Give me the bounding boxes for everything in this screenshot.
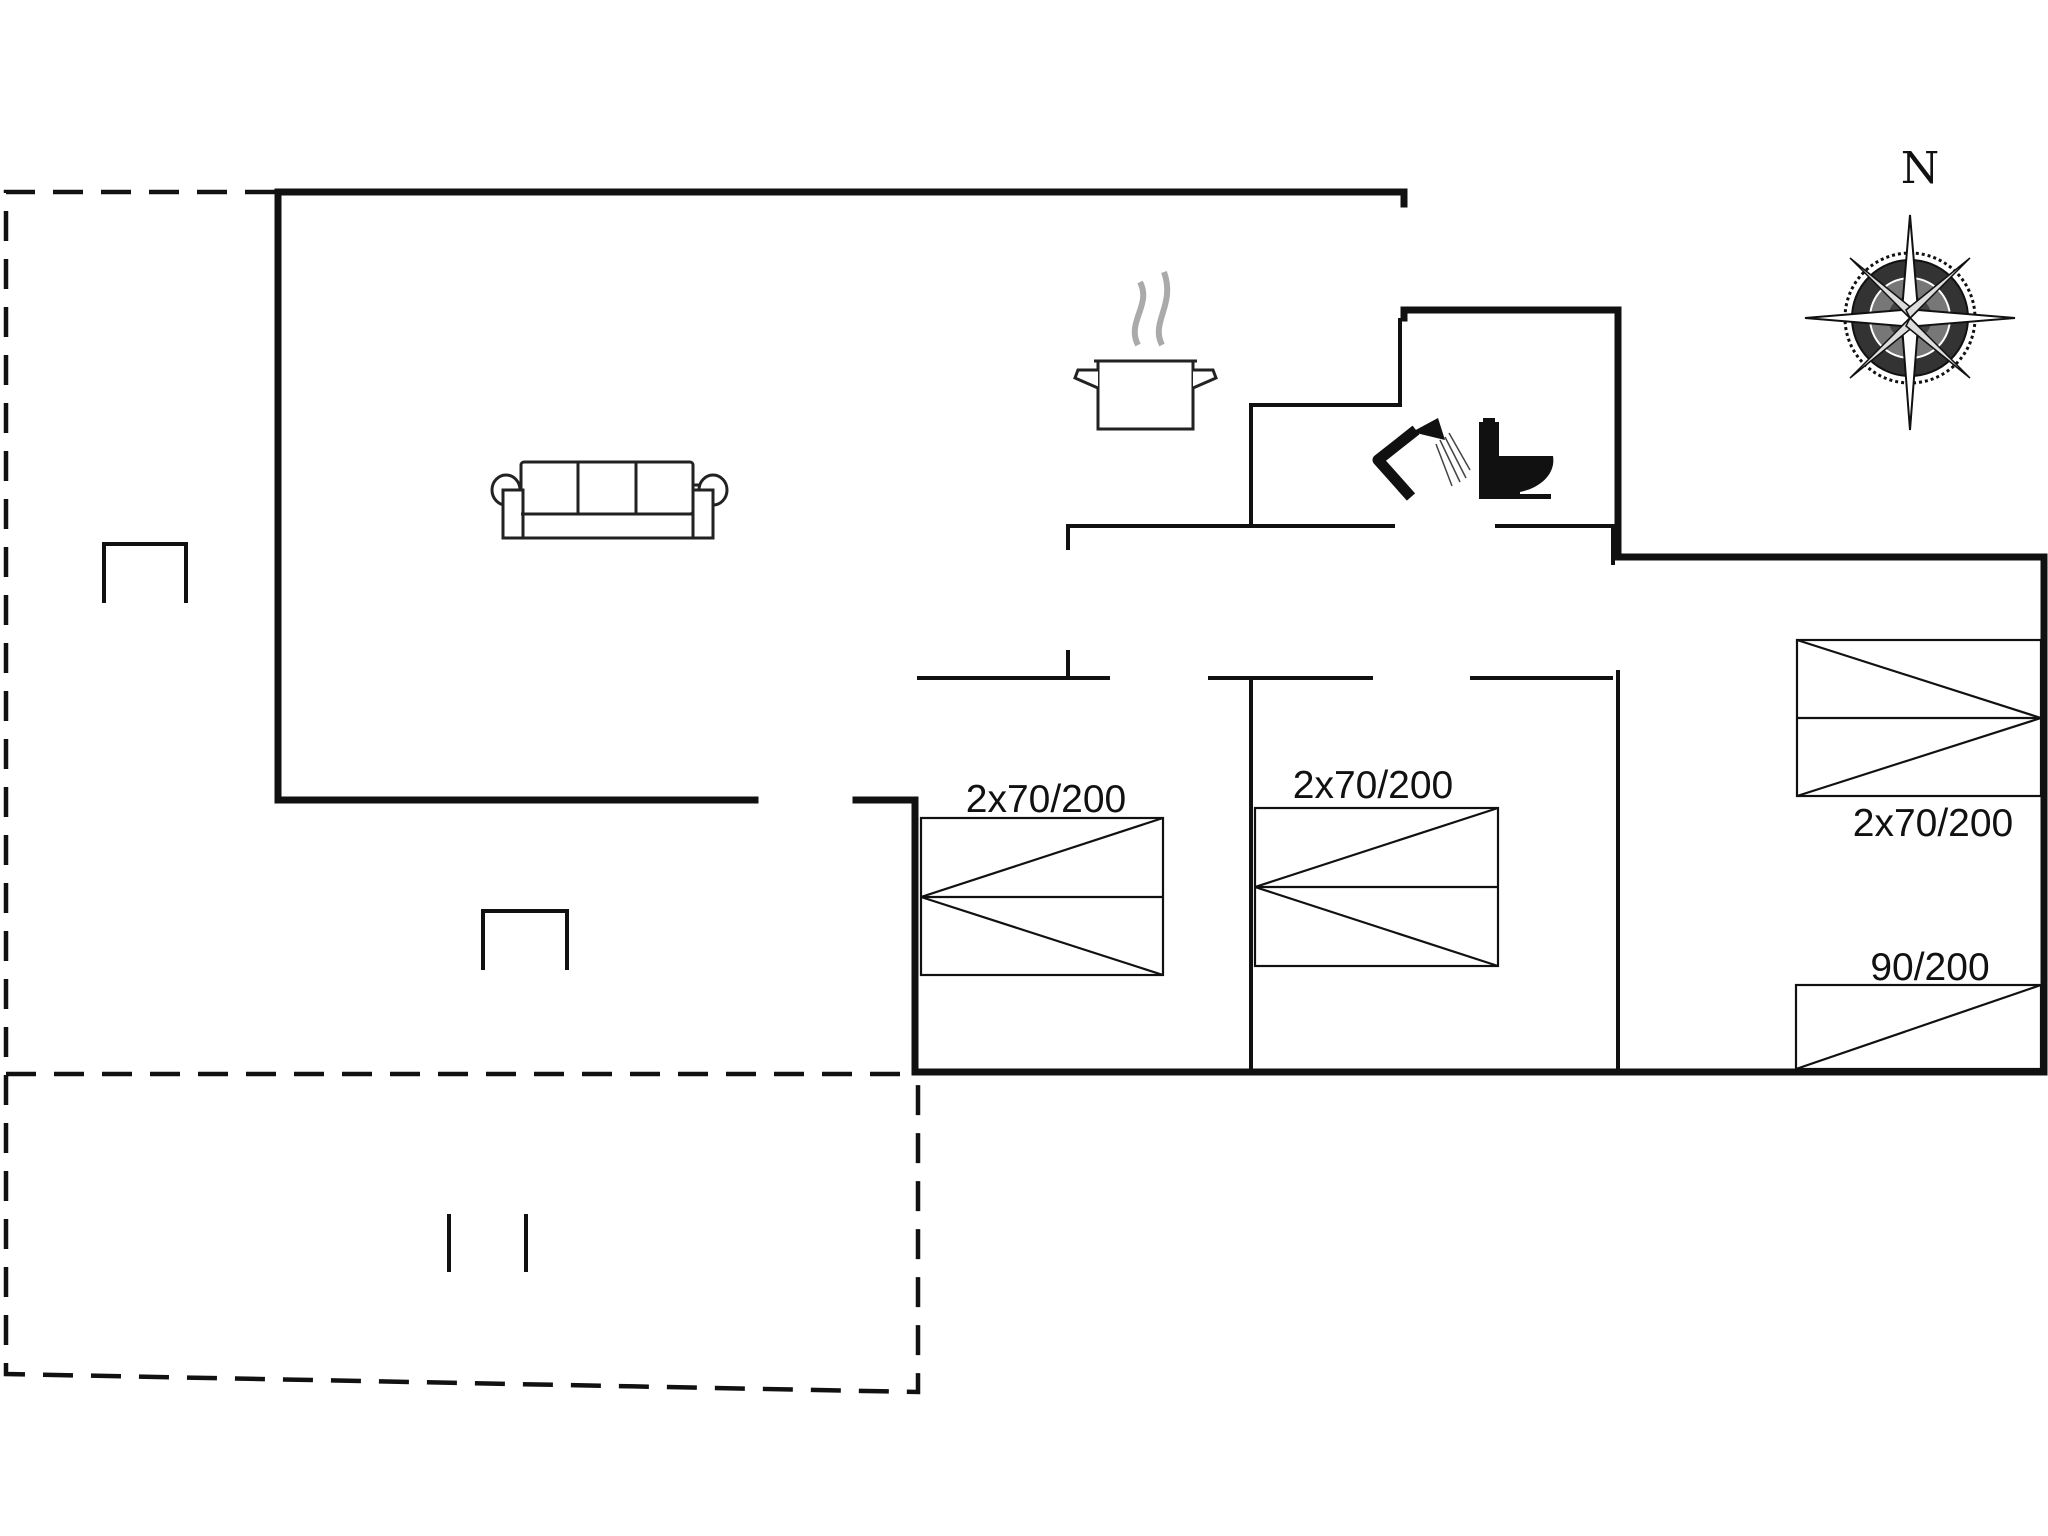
bed-room-1: 2x70/200: [919, 778, 1165, 977]
bed-room-2: 2x70/200: [1253, 764, 1500, 968]
cooking-pot-icon: [1073, 270, 1218, 431]
exterior-walls: [274, 188, 2048, 1076]
compass-rose-icon: N: [1804, 143, 2016, 431]
outdoor-furniture: [102, 542, 569, 1272]
bed-label: 2x70/200: [1293, 764, 1453, 807]
bed-label: 90/200: [1870, 946, 1989, 989]
north-label: N: [1901, 143, 1940, 194]
bed-label: 2x70/200: [1853, 802, 2013, 845]
toilet-icon: [1479, 418, 1554, 499]
terrace-outline: [3, 189, 921, 1395]
bed-label: 2x70/200: [966, 778, 1126, 821]
interior-walls: [917, 318, 1620, 1072]
shower-icon: [1372, 418, 1471, 501]
bed-room-3: 2x70/200: [1795, 638, 2043, 845]
bed-room-4: 90/200: [1794, 946, 2043, 1071]
sofa-icon: [490, 460, 729, 540]
